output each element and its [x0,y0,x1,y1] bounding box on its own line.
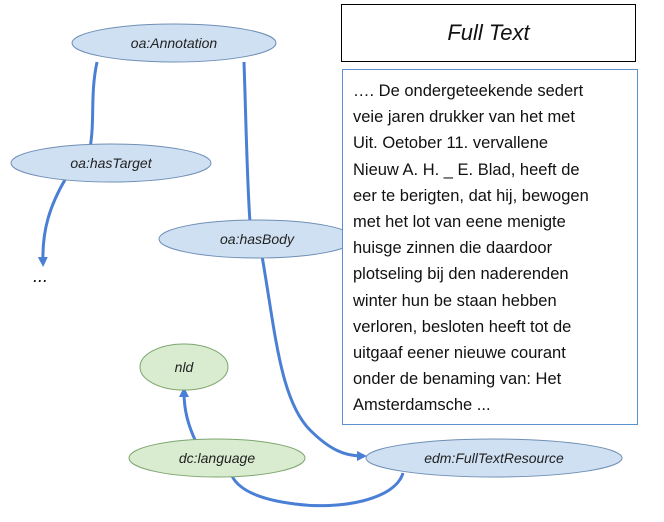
full-text-line: …. De ondergeteekende sedert [353,82,584,100]
full-text-line: Nieuw A. H. _ E. Blad, heeft de [353,160,580,179]
full-text-title: Full Text [447,20,530,45]
node-full-text-resource: edm:FullTextResource [365,438,623,478]
edge-has-body-to-full-text-resource [260,255,367,461]
node-has-body: oa:hasBody [158,219,356,259]
edge-full-text-resource-to-language [230,472,405,508]
node-nld: nld [139,343,229,391]
node-annotation-label: oa:Annotation [131,35,218,51]
edge-annotation-to-has-target [88,61,99,149]
full-text-line: huisge zinnen die daardoor [353,239,553,258]
full-text-line: winter hun be staan hebben [353,291,557,310]
full-text-line: met het lot van eene menigte [353,213,566,232]
full-text-line: Amsterdamsche ... [353,396,491,415]
node-annotation: oa:Annotation [71,23,277,63]
full-text-line: verloren, besloten heeft tot de [353,317,572,336]
full-text-title-box: Full Text [341,4,636,62]
full-text-line: eer te berigten, dat hij, bewogen [353,186,589,205]
full-text-box: …. De ondergeteekende sedert veie jaren … [342,69,638,425]
edge-language-to-nld [179,387,198,443]
edge-annotation-to-has-body [242,61,252,223]
node-full-text-resource-label: edm:FullTextResource [424,450,564,466]
edge-has-target-to-ellipsis [37,177,68,267]
node-language-label: dc:language [179,450,256,466]
node-has-target: oa:hasTarget [10,143,212,183]
full-text-line: uitgaaf eener nieuwe courant [353,344,566,363]
full-text-line: veie jaren drukker van het met [353,108,575,127]
node-nld-label: nld [175,359,195,375]
full-text-line: plotseling bij den naderenden [353,265,569,284]
target-ellipsis: ... [33,266,49,286]
full-text-line: onder de benaming van: Het [353,370,562,389]
node-has-body-label: oa:hasBody [220,231,295,247]
node-has-target-label: oa:hasTarget [70,155,152,171]
full-text-line: Uit. Oetober 11. vervallene [353,134,549,153]
node-language: dc:language [128,438,306,478]
